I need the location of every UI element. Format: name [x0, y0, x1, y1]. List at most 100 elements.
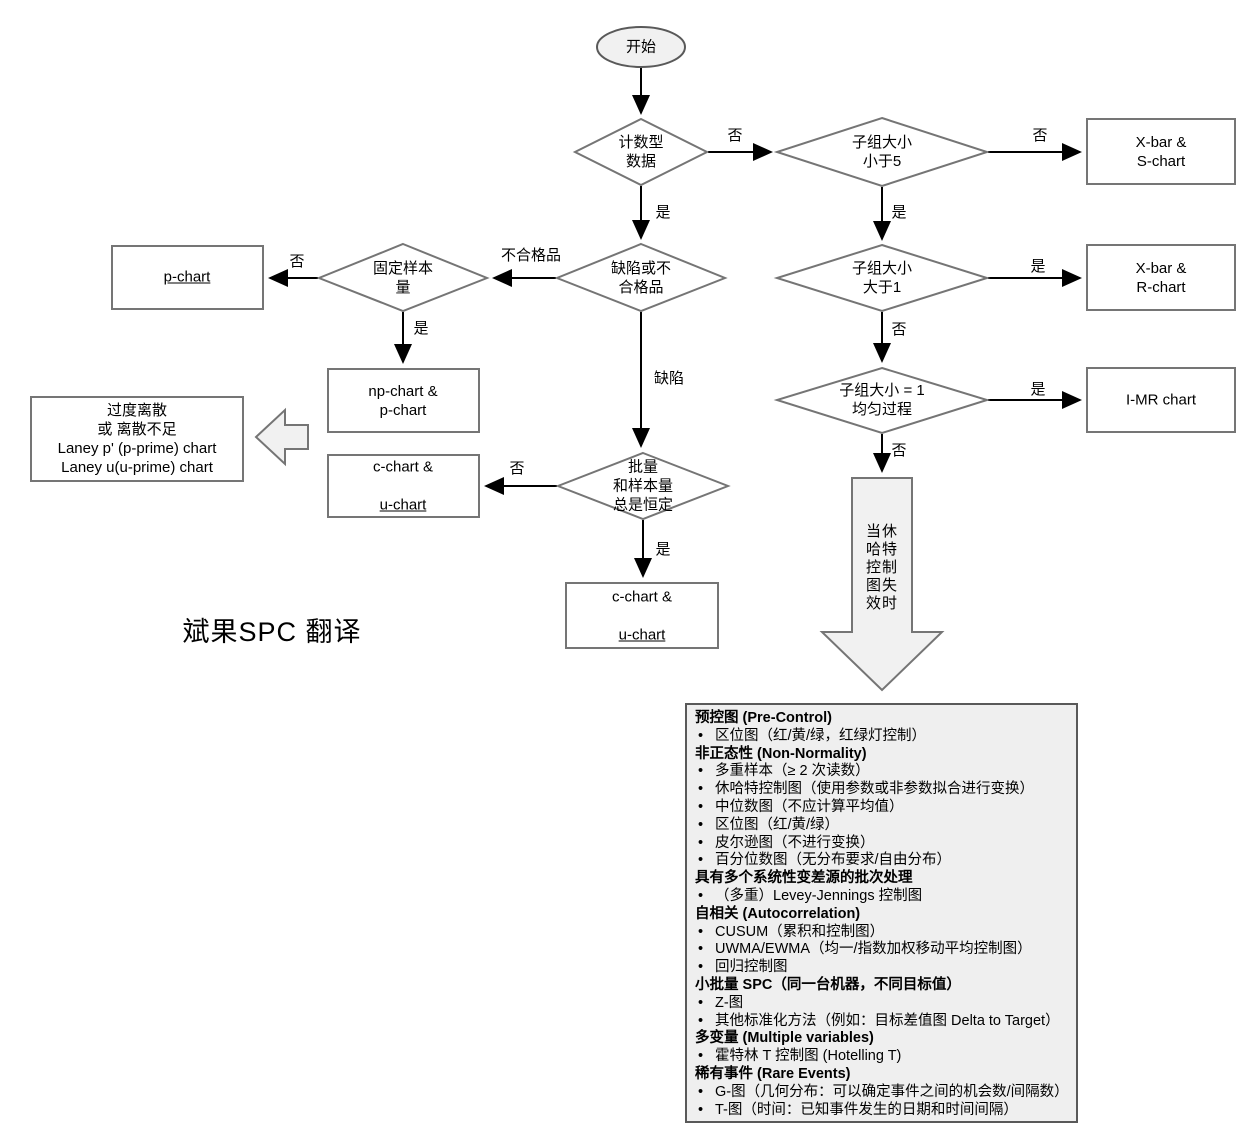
panel-item-text: 具有多个系统性变差源的批次处理 [695, 870, 913, 887]
box-xbar-s-shape [1086, 118, 1236, 185]
box-xbar-r-shape [1086, 244, 1236, 311]
panel-item-text: 霍特林 T 控制图 (Hotelling T) [715, 1048, 902, 1065]
box-p-chart-label: p-chart [163, 268, 211, 286]
box-imr-chart-label: I-MR chart [1125, 391, 1197, 409]
decision-batch-constant-shape [555, 451, 731, 521]
bullet-icon: • [698, 781, 704, 798]
bullet-icon: • [698, 763, 704, 780]
c-chart-line: c-chart & [611, 588, 673, 606]
c-chart-line: c-chart & [372, 458, 434, 476]
box-np-p-chart-shape [327, 368, 480, 433]
panel-item-text: 预控图 (Pre-Control) [695, 710, 832, 726]
bullet-icon: • [698, 727, 704, 744]
edge-label-no: 否 [1032, 127, 1048, 144]
panel-item: • 皮尔逊图（不进行变换） [695, 835, 1070, 853]
panel-item: 预控图 (Pre-Control) [695, 710, 1070, 728]
panel-item: • 百分位数图（无分布要求/自由分布） [695, 852, 1070, 870]
bullet-icon: • [698, 834, 704, 851]
panel-item-text: G-图（几何分布：可以确定事件之间的机会数/间隔数） [715, 1083, 1069, 1100]
panel-item-text: （多重）Levey-Jennings 控制图 [715, 887, 923, 904]
box-p-chart-shape [111, 245, 264, 310]
box-c-u-chart-2-shape [565, 582, 719, 649]
panel-item: • 其他标准化方法（例如：目标差值图 Delta to Target） [695, 1013, 1070, 1031]
decision-subgroup-gt1-label: 子组大小 大于1 [851, 260, 913, 296]
bullet-icon: • [698, 887, 704, 904]
panel-item-text: 小批量 SPC（同一台机器，不同目标值） [695, 976, 961, 993]
decision-defect-or-nonconforming-shape [554, 242, 728, 313]
decision-subgroup-eq1-label: 子组大小 = 1 均匀过程 [839, 382, 925, 418]
panel-item: • 休哈特控制图（使用参数或非参数拟合进行变换） [695, 781, 1070, 799]
panel-item-text: 其他标准化方法（例如：目标差值图 Delta to Target） [715, 1012, 1060, 1029]
start-label: 开始 [625, 38, 657, 56]
panel-item: • 霍特林 T 控制图 (Hotelling T) [695, 1048, 1070, 1066]
panel-item: • （多重）Levey-Jennings 控制图 [695, 888, 1070, 906]
decision-count-data-shape [572, 117, 710, 187]
panel-item: 多变量 (Multiple variables) [695, 1030, 1070, 1048]
panel-item-text: Z-图 [715, 994, 744, 1011]
shewhart-fail-arrow-label: 当休 哈特 控制 图失 效时 [865, 523, 899, 612]
bullet-icon: • [698, 994, 704, 1011]
box-xbar-r-label: X-bar & R-chart [1135, 260, 1187, 296]
edge-label-yes: 是 [655, 204, 671, 221]
panel-item-text: 休哈特控制图（使用参数或非参数拟合进行变换） [715, 781, 1034, 798]
edge-label-defect: 缺陷 [653, 370, 685, 387]
u-chart-line: u-chart [379, 496, 427, 514]
edge-label-yes: 是 [1030, 381, 1046, 398]
panel-item: • 回归控制图 [695, 959, 1070, 977]
bullet-icon: • [698, 1083, 704, 1100]
decision-fixed-sample-label: 固定样本 量 [372, 260, 434, 296]
panel-item-text: 中位数图（不应计算平均值） [715, 798, 904, 815]
start-terminator-shape [596, 26, 686, 68]
decision-subgroup-eq1-shape [773, 366, 991, 435]
panel-item-text: 百分位数图（无分布要求/自由分布） [715, 852, 952, 869]
panel-item: • G-图（几何分布：可以确定事件之间的机会数/间隔数） [695, 1084, 1070, 1102]
bullet-icon: • [698, 1048, 704, 1065]
bullet-icon: • [698, 1012, 704, 1029]
edge-label-no: 否 [289, 253, 305, 270]
panel-item: • T-图（时间：已知事件发生的日期和时间间隔） [695, 1102, 1070, 1120]
box-xbar-s-label: X-bar & S-chart [1135, 134, 1187, 170]
panel-item-text: T-图（时间：已知事件发生的日期和时间间隔） [715, 1101, 1018, 1118]
panel-item-text: 区位图（红/黄/绿） [715, 816, 840, 833]
edge-label-nonconforming: 不合格品 [500, 247, 562, 264]
bullet-icon: • [698, 816, 704, 833]
panel-item: • 中位数图（不应计算平均值） [695, 799, 1070, 817]
panel-item-text: 皮尔逊图（不进行变换） [715, 834, 875, 851]
decision-subgroup-gt1-shape [773, 243, 991, 313]
panel-item-text: UWMA/EWMA（均一/指数加权移动平均控制图） [715, 941, 1032, 958]
edge-label-no: 否 [891, 321, 907, 338]
bullet-icon: • [698, 941, 704, 958]
panel-item-text: CUSUM（累积和控制图） [715, 923, 885, 940]
panel-item: • Z-图 [695, 995, 1070, 1013]
edge-label-no: 否 [509, 460, 525, 477]
panel-item: 自相关 (Autocorrelation) [695, 906, 1070, 924]
box-np-p-chart-label: np-chart & p-chart [368, 383, 438, 419]
panel-item: • 区位图（红/黄/绿，红绿灯控制） [695, 728, 1070, 746]
special-charts-panel: 预控图 (Pre-Control) • 区位图（红/黄/绿，红绿灯控制） 非正态… [685, 703, 1078, 1123]
bullet-icon: • [698, 798, 704, 815]
u-chart-line: u-chart [618, 626, 666, 644]
panel-item: 稀有事件 (Rare Events) [695, 1066, 1070, 1084]
panel-item-text: 多重样本（≥ 2 次读数） [715, 763, 870, 780]
panel-item-text: 区位图（红/黄/绿，红绿灯控制） [715, 727, 927, 744]
down-block-arrow-icon [819, 477, 945, 692]
panel-item-text: 回归控制图 [715, 959, 788, 976]
panel-item-text: 多变量 (Multiple variables) [695, 1030, 874, 1047]
box-laney-note-shape [30, 396, 244, 482]
edge-label-yes: 是 [891, 204, 907, 221]
bullet-icon: • [698, 923, 704, 940]
decision-count-data-label: 计数型 数据 [618, 134, 664, 170]
bullet-icon: • [698, 959, 704, 976]
decision-fixed-sample-shape [316, 242, 490, 313]
panel-item: • 多重样本（≥ 2 次读数） [695, 763, 1070, 781]
edge-label-yes: 是 [655, 541, 671, 558]
edge-label-yes: 是 [413, 320, 429, 337]
decision-subgroup-lt5-shape [773, 116, 991, 188]
decision-subgroup-lt5-label: 子组大小 小于5 [851, 134, 913, 170]
panel-item: 非正态性 (Non-Normality) [695, 746, 1070, 764]
watermark-title: 斌果SPC 翻译 [182, 617, 362, 647]
box-laney-note-label: 过度离散 或 离散不足 Laney p' (p-prime) chart Lan… [57, 402, 217, 476]
panel-item: • CUSUM（累积和控制图） [695, 924, 1070, 942]
panel-item: 具有多个系统性变差源的批次处理 [695, 870, 1070, 888]
